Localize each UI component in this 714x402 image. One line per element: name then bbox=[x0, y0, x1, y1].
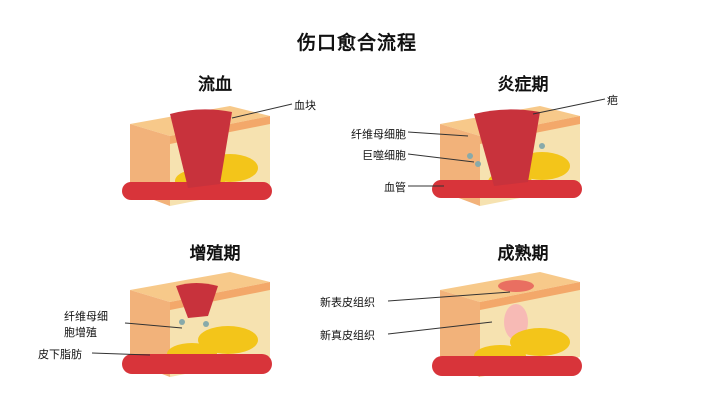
label-fibroblast-proliferation-line2: 胞增殖 bbox=[64, 326, 97, 339]
label-scab: 疤 bbox=[607, 94, 618, 107]
skin-block-bleeding bbox=[122, 106, 272, 206]
panel-title-bleeding: 流血 bbox=[198, 75, 232, 95]
panel-title-proliferation: 增殖期 bbox=[189, 244, 241, 264]
label-blood-vessel: 血管 bbox=[384, 181, 406, 194]
label-macrophage: 巨噬细胞 bbox=[362, 149, 406, 162]
label-new-epidermis: 新表皮组织 bbox=[320, 296, 375, 309]
skin-block-inflammation bbox=[432, 106, 582, 206]
panel-title-maturation: 成熟期 bbox=[497, 244, 549, 264]
label-fibroblast-proliferation-line1: 纤维母细 bbox=[64, 310, 108, 323]
label-blood-clot: 血块 bbox=[294, 99, 316, 112]
label-new-dermis: 新真皮组织 bbox=[320, 329, 375, 342]
panel-title-inflammation: 炎症期 bbox=[497, 75, 549, 95]
skin-block-maturation bbox=[432, 272, 582, 377]
diagram-title: 伤口愈合流程 bbox=[296, 32, 417, 54]
skin-block-proliferation bbox=[122, 272, 272, 377]
label-subcutaneous-fat: 皮下脂肪 bbox=[38, 348, 82, 361]
label-fibroblast: 纤维母细胞 bbox=[351, 128, 406, 141]
